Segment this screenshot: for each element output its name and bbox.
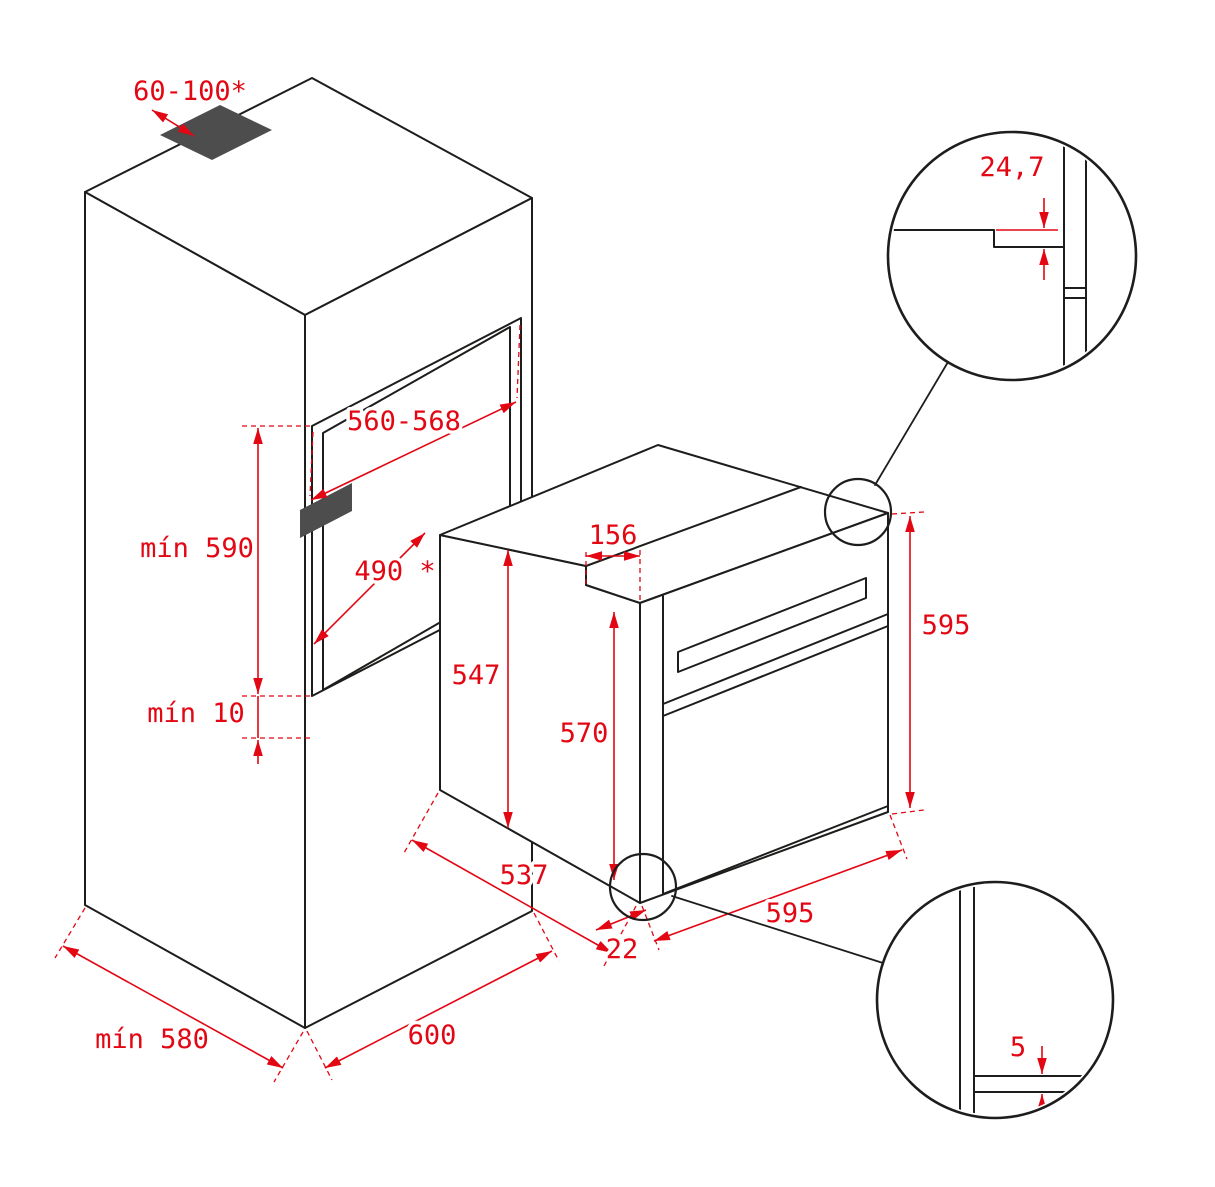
dimension-line xyxy=(313,532,426,645)
detail-ring-bottom-corner xyxy=(608,852,678,922)
detail-circle-top-content xyxy=(891,139,1087,373)
dimension-label: 595 xyxy=(922,610,971,641)
oven-door-handle xyxy=(677,577,867,673)
detail-callouts: 24,7 5 xyxy=(608,130,1138,1120)
oven-control-panel-line-2 xyxy=(662,625,889,717)
detail-circle-bottom: 5 xyxy=(875,880,1115,1120)
dimension-label: 5 xyxy=(1010,1032,1026,1063)
dim-bottom-clearance: mín 10 xyxy=(144,695,263,764)
dimension-line xyxy=(62,945,284,1069)
detail-leader-bottom xyxy=(671,895,884,964)
dimension-line xyxy=(151,109,195,137)
cabinet-dimensions: 60-100* 560-568 mín 590 mín 10 490 * xyxy=(54,73,560,1083)
dimension-line xyxy=(653,849,903,942)
dimension-label: mín 590 xyxy=(140,533,254,564)
detail-circle-top: 24,7 xyxy=(886,130,1138,382)
extension-line xyxy=(516,324,521,399)
dim-vent-cutout: 60-100* xyxy=(130,73,250,137)
dimension-label: 547 xyxy=(452,660,501,691)
extension-line xyxy=(403,792,439,854)
detail-leader-top xyxy=(874,361,949,486)
detail-circle-top-outline xyxy=(886,130,1138,382)
vent-cutout-shading xyxy=(160,105,272,160)
detail-ring-top-corner xyxy=(823,477,893,547)
oven-front-face xyxy=(639,512,889,904)
dim-body-depth: 537 xyxy=(403,792,637,967)
extension-line xyxy=(273,1031,304,1083)
extension-line xyxy=(641,905,660,951)
detail-circle-bottom-outline xyxy=(875,880,1115,1120)
extension-line xyxy=(54,907,86,959)
extension-line xyxy=(306,1030,333,1081)
cabinet-left-face xyxy=(84,191,306,1029)
detail-top-step-profile xyxy=(891,229,1065,248)
dimension-label: 600 xyxy=(408,1020,457,1051)
dimension-line xyxy=(310,401,517,501)
dimension-label: 60-100* xyxy=(133,76,247,107)
dimension-line xyxy=(411,839,613,954)
dim-cabinet-width: 600 xyxy=(306,912,560,1081)
dim-top-recess: 156 xyxy=(585,517,641,600)
extension-line xyxy=(889,814,908,860)
dimension-label: 595 xyxy=(766,898,815,929)
dimension-label: mín 10 xyxy=(147,698,245,729)
dim-oven-width: 595 xyxy=(641,814,908,951)
dimension-label: mín 580 xyxy=(95,1024,209,1055)
dim-body-height: 547 xyxy=(448,550,513,828)
oven-control-panel-line-1 xyxy=(662,613,889,705)
dimension-label: 537 xyxy=(500,860,549,891)
dim-frame-edge: 22 xyxy=(595,909,647,969)
dim-niche-height: mín 590 xyxy=(137,425,310,739)
dimension-label: 22 xyxy=(606,934,639,965)
extension-line xyxy=(891,511,925,515)
dimension-label: 156 xyxy=(589,520,638,551)
dim-niche-width: 560-568 xyxy=(309,324,521,501)
dimension-line xyxy=(595,909,647,931)
oven xyxy=(439,444,889,904)
dimension-label: 560-568 xyxy=(347,406,461,437)
dim-cabinet-depth: mín 580 xyxy=(54,907,304,1083)
dim-oven-height: 595 xyxy=(891,511,974,815)
oven-dimensions: 156 547 570 595 537 595 xyxy=(403,511,974,969)
extension-line xyxy=(891,809,925,815)
dimension-label: 570 xyxy=(560,718,609,749)
dim-niche-depth: 490 * xyxy=(313,532,439,645)
dimension-line xyxy=(324,950,553,1069)
dimension-label: 490 * xyxy=(354,556,435,587)
dim-door-height: 570 xyxy=(556,612,619,880)
dimension-label: 24,7 xyxy=(979,152,1044,183)
